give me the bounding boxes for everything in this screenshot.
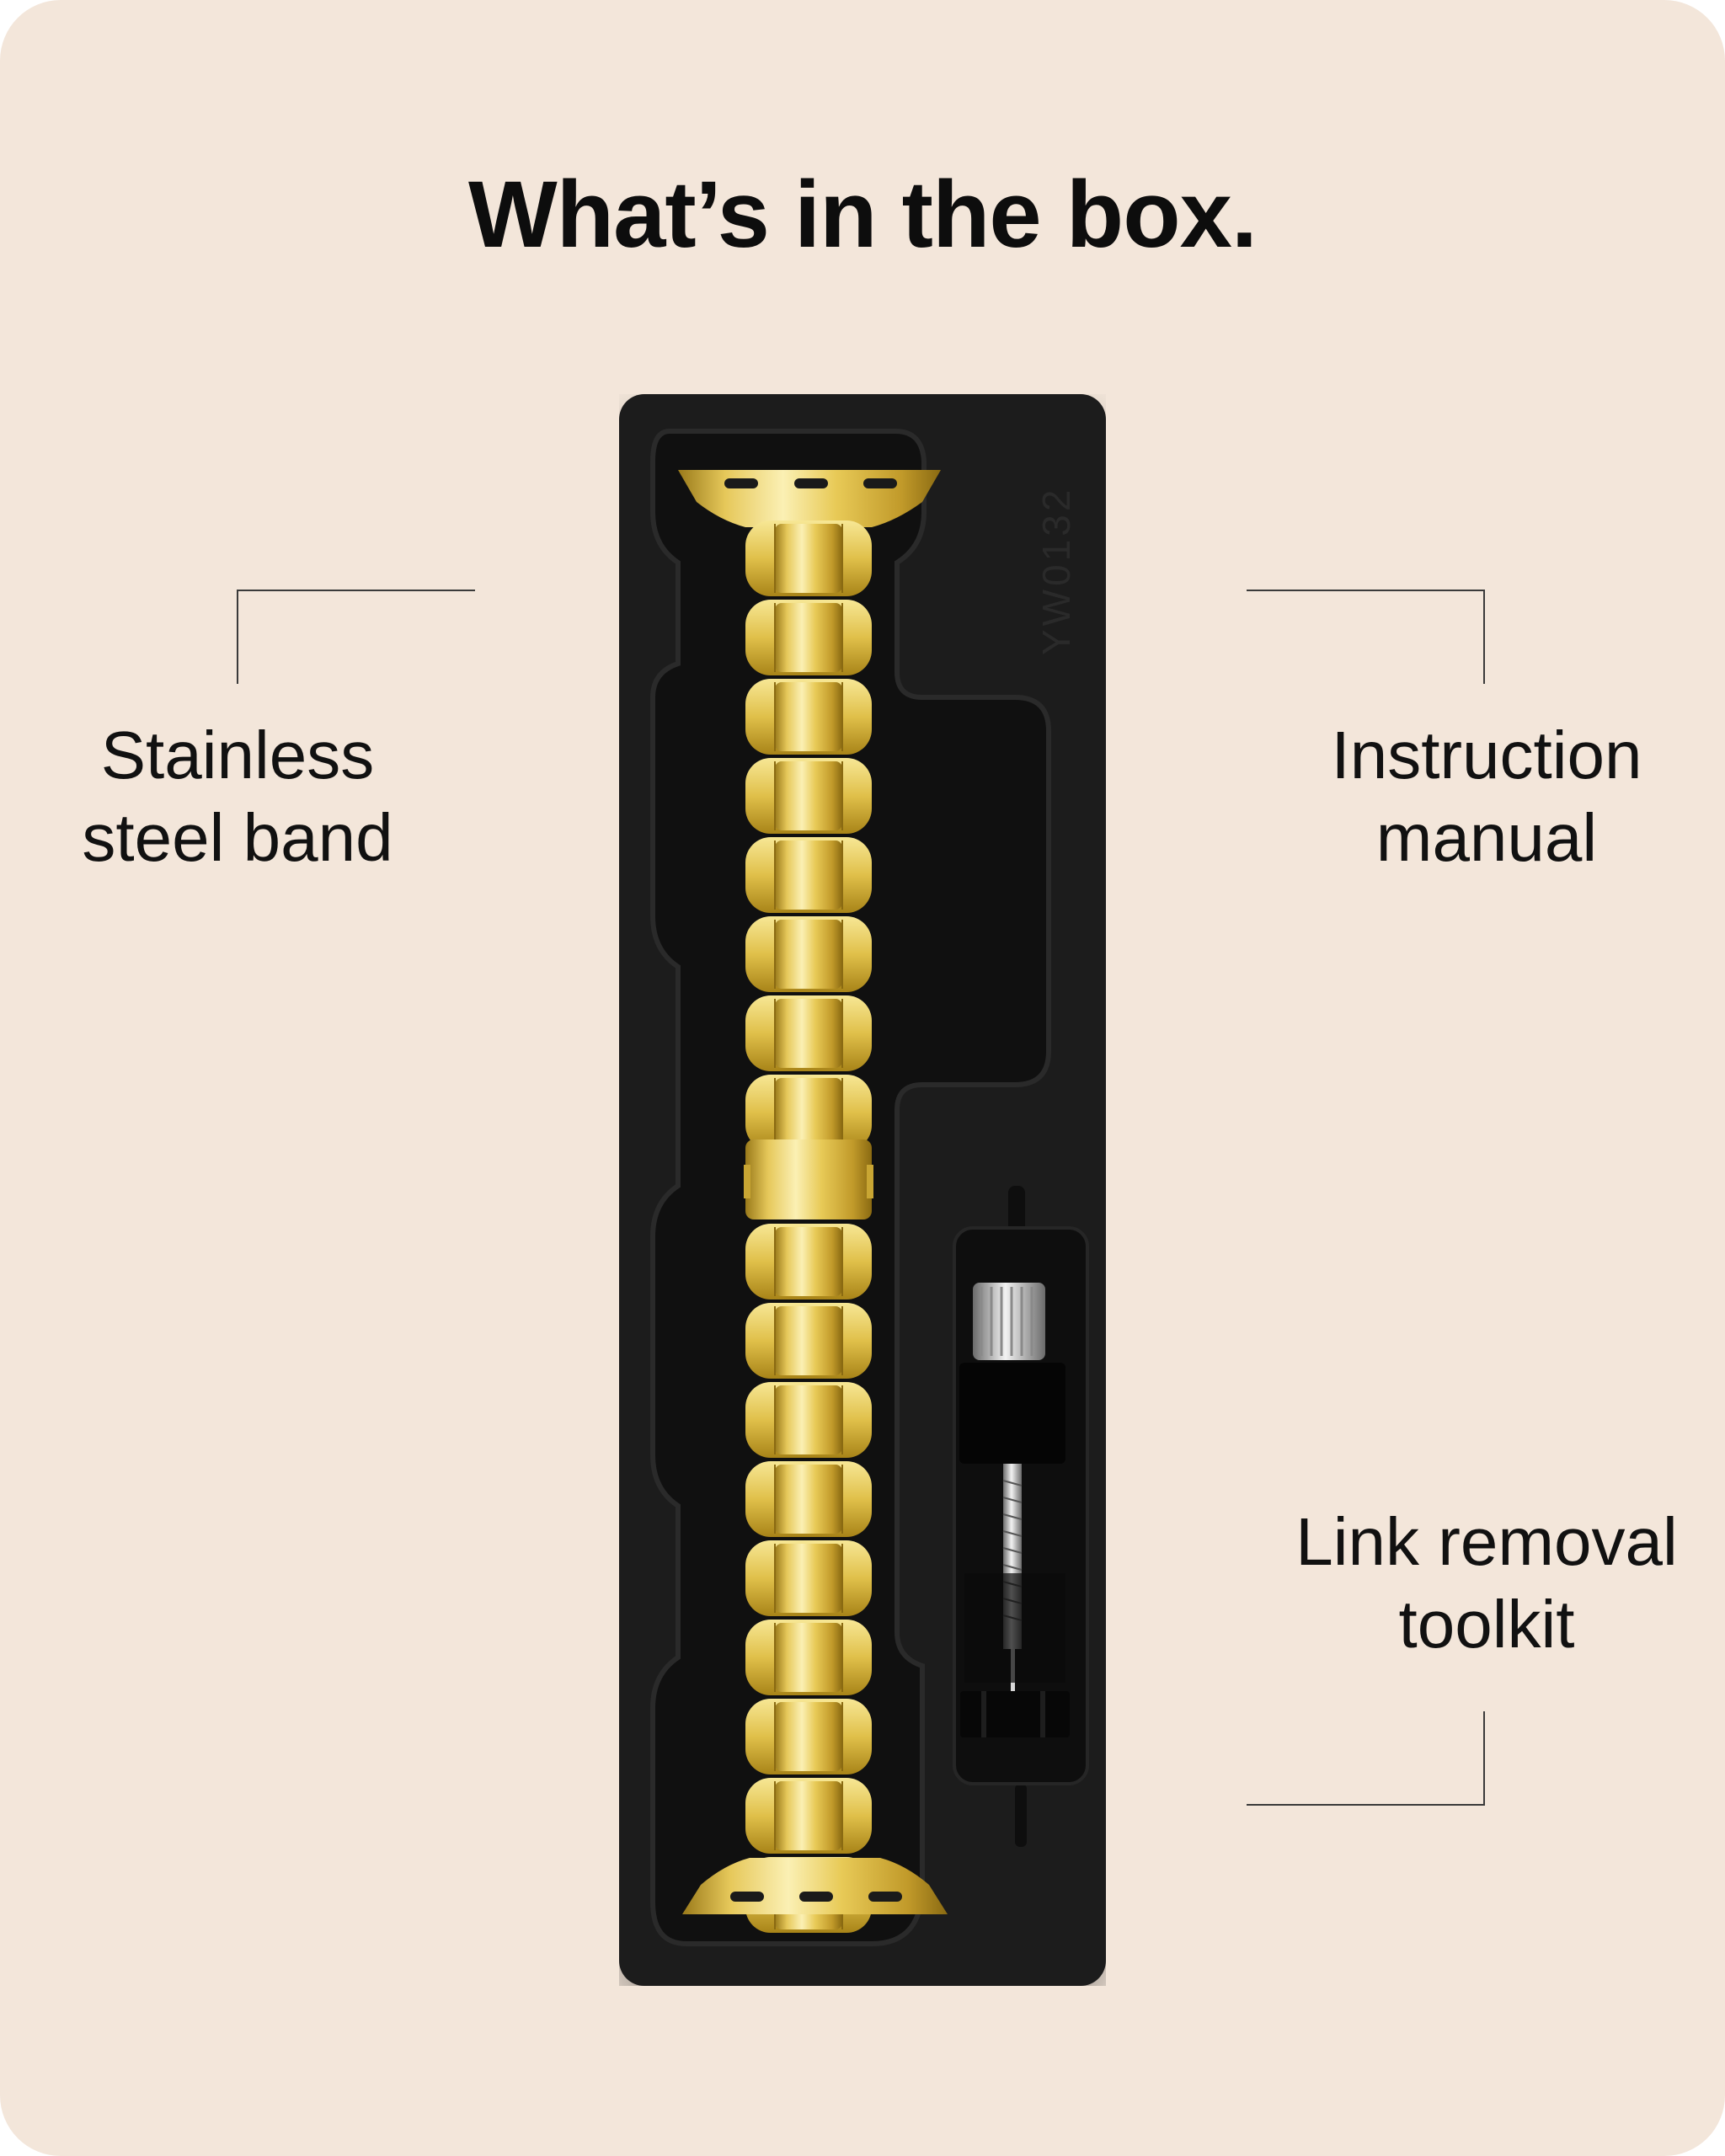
manual-label-line1: Instruction [1331, 718, 1642, 792]
manual-label: Instruction manual [1272, 714, 1701, 879]
band-label: Stainless steel band [42, 714, 433, 879]
toolkit-callout-line-horizontal [1247, 1804, 1484, 1806]
band-link [745, 1303, 872, 1379]
band-link [745, 520, 872, 596]
band-link [745, 1778, 872, 1854]
band-link [745, 1075, 872, 1150]
band-link [745, 1461, 872, 1537]
band-link [745, 837, 872, 913]
band-link [745, 1224, 872, 1299]
tool-knob [973, 1283, 1045, 1360]
band-callout-line-horizontal [238, 590, 475, 591]
tray-mold-code: YW0132 [1034, 487, 1078, 655]
toolkit-label: Link removal toolkit [1255, 1501, 1718, 1666]
band-callout-line-vertical [237, 590, 238, 684]
product-tray: YW0132 [619, 394, 1106, 1986]
band-links [745, 520, 872, 1933]
band-link [745, 995, 872, 1071]
toolkit-callout-line-vertical [1483, 1711, 1485, 1806]
band-link [745, 916, 872, 992]
manual-label-line2: manual [1375, 800, 1598, 875]
link-removal-toolkit [953, 1186, 1089, 1847]
band-link [745, 1540, 872, 1616]
band-label-line2: steel band [82, 800, 393, 875]
manual-callout-line-vertical [1483, 590, 1485, 684]
band-link [745, 1620, 872, 1695]
band-link [745, 679, 872, 755]
toolkit-label-line2: toolkit [1398, 1587, 1575, 1662]
toolkit-label-line1: Link removal [1295, 1504, 1678, 1579]
band-link [745, 758, 872, 834]
manual-callout-line-horizontal [1247, 590, 1484, 591]
band-label-line1: Stainless [100, 718, 375, 792]
band-link [745, 1699, 872, 1774]
page-title: What’s in the box. [467, 162, 1258, 267]
band-link [745, 600, 872, 675]
band-link [745, 1382, 872, 1458]
band-clasp [745, 1139, 872, 1219]
